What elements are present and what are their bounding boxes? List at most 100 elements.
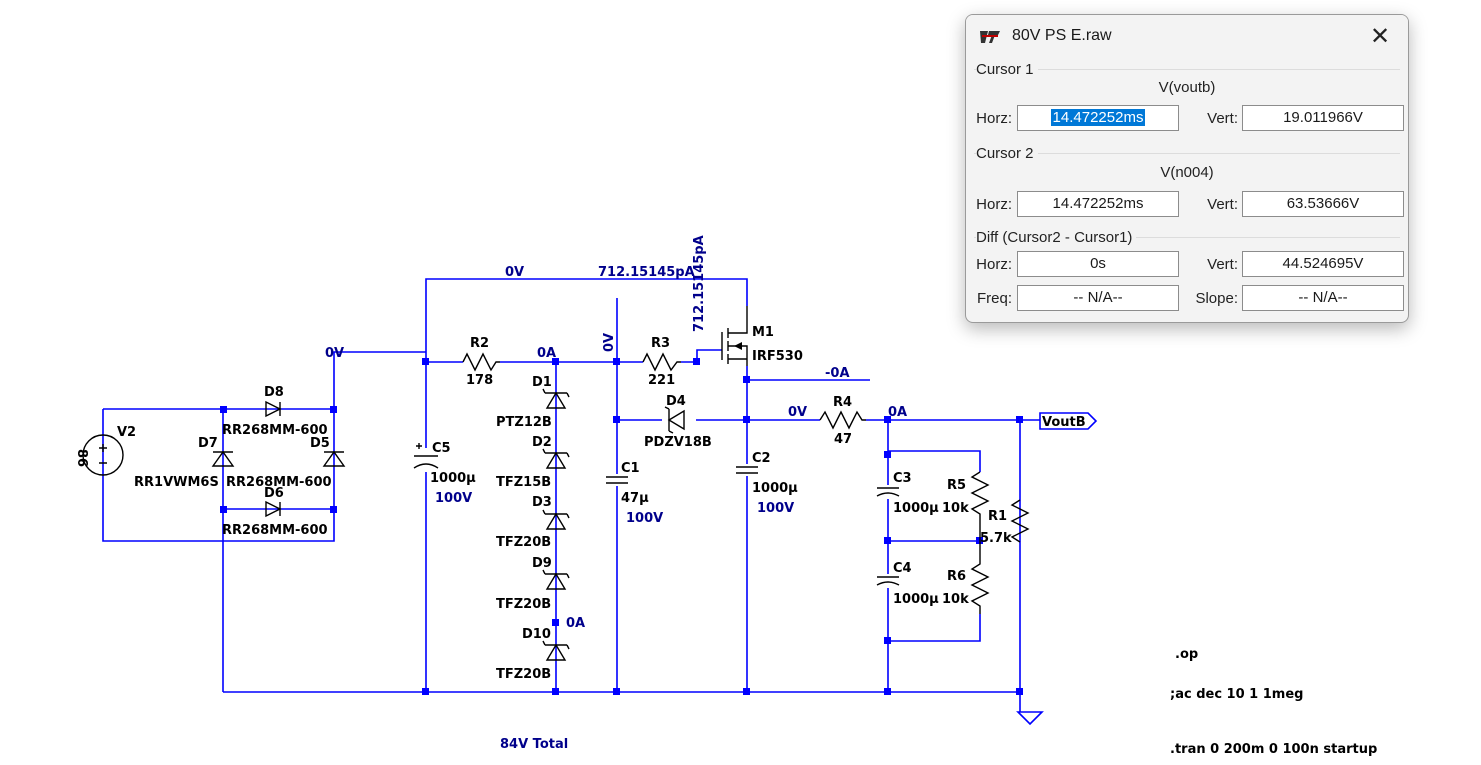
resistor-r4[interactable]: R4 47 xyxy=(819,395,866,447)
mosfet-m1[interactable]: M1 IRF530 xyxy=(721,306,803,366)
r2-value: 178 xyxy=(466,373,493,388)
cursor2-vert-field[interactable]: 63.53666V xyxy=(1242,191,1404,217)
c2-name: C2 xyxy=(752,451,771,466)
diode-d7[interactable]: D7 RR1VWM6S xyxy=(134,436,235,490)
d5-value: RR268MM-600 xyxy=(226,475,332,490)
d2-name: D2 xyxy=(532,435,552,450)
resistor-r5[interactable]: R5 10k xyxy=(942,471,990,541)
ltspice-logo-icon xyxy=(980,31,1000,43)
cursor2-label: Cursor 2 xyxy=(976,145,1038,162)
cursor1-label: Cursor 1 xyxy=(976,61,1038,78)
c5-rating: 100V xyxy=(435,491,472,506)
cursor1-horz-field[interactable]: 14.472252ms xyxy=(1017,105,1179,131)
directive-tran: .tran 0 200m 0 100n startup xyxy=(1170,742,1377,757)
capacitor-c5[interactable]: C5 1000µ 100V xyxy=(412,441,476,506)
cursor1-horz-value: 14.472252ms xyxy=(1050,109,1146,126)
d8-value: RR268MM-600 xyxy=(222,423,328,438)
voutb-label: VoutB xyxy=(1042,415,1086,430)
diff-freq-field[interactable]: -- N/A-- xyxy=(1017,285,1179,311)
capacitor-c2[interactable]: C2 1000µ 100V xyxy=(735,451,798,516)
resistor-r6[interactable]: R6 10k xyxy=(942,541,990,614)
d5-name: D5 xyxy=(310,436,330,451)
diff-vert-field[interactable]: 44.524695V xyxy=(1242,251,1404,277)
r4-value: 47 xyxy=(834,432,852,447)
cursor2-vert-label: Vert: xyxy=(1207,196,1238,213)
d1-name: D1 xyxy=(532,375,552,390)
cursor2-horz-label: Horz: xyxy=(976,196,1012,213)
cursor1-vert-label: Vert: xyxy=(1207,110,1238,127)
diff-horz-label: Horz: xyxy=(976,256,1012,273)
annot-d10-0a: 0A xyxy=(566,616,585,631)
v2-value: 86 xyxy=(74,449,89,467)
cursor1-group: Cursor 1 V(voutb) Horz: 14.472252ms Vert… xyxy=(966,59,1408,145)
c1-value: 47µ xyxy=(621,491,649,506)
diff-slope-field[interactable]: -- N/A-- xyxy=(1242,285,1404,311)
d1-value: PTZ12B xyxy=(496,415,552,430)
capacitor-c4[interactable]: C4 1000µ xyxy=(876,561,939,607)
diode-d6[interactable]: D6 RR268MM-600 xyxy=(222,486,328,538)
annot-m1-source: -0A xyxy=(825,366,850,381)
r1-name: R1 xyxy=(988,509,1007,524)
r3-name: R3 xyxy=(651,336,670,351)
r3-value: 221 xyxy=(648,373,675,388)
annot-top-current: 712.15145pA xyxy=(598,265,695,280)
c5-value: 1000µ xyxy=(430,471,476,486)
d7-name: D7 xyxy=(198,436,218,451)
m1-value: IRF530 xyxy=(752,349,803,364)
cursor2-horz-field[interactable]: 14.472252ms xyxy=(1017,191,1179,217)
directive-ac: ;ac dec 10 1 1meg xyxy=(1170,687,1303,702)
r5-value: 10k xyxy=(942,501,969,516)
spice-directives[interactable]: .op ;ac dec 10 1 1meg .tran 0 200m 0 100… xyxy=(1170,647,1377,757)
dialog-title: 80V PS E.raw xyxy=(1012,27,1112,44)
directive-op: .op xyxy=(1175,647,1198,662)
cursor2-group: Cursor 2 V(n004) Horz: 14.472252ms Vert:… xyxy=(966,145,1408,229)
annot-r4-0a: 0A xyxy=(888,405,907,420)
zener-d1[interactable]: D1 PTZ12B xyxy=(496,375,570,430)
diff-horz-field[interactable]: 0s xyxy=(1017,251,1179,277)
d7-value: RR1VWM6S xyxy=(134,475,219,490)
dialog-titlebar[interactable]: 80V PS E.raw ✕ xyxy=(966,15,1408,59)
zener-d9[interactable]: D9 TFZ20B xyxy=(496,556,570,612)
r6-name: R6 xyxy=(947,569,966,584)
ground-symbol xyxy=(1016,711,1044,726)
diff-slope-label: Slope: xyxy=(1195,290,1238,307)
c2-value: 1000µ xyxy=(752,481,798,496)
annot-top-0v: 0V xyxy=(505,265,524,280)
c4-name: C4 xyxy=(893,561,912,576)
c1-rating: 100V xyxy=(626,511,663,526)
c2-rating: 100V xyxy=(757,501,794,516)
capacitor-c1[interactable]: C1 47µ 100V xyxy=(605,461,663,526)
diff-label: Diff (Cursor2 - Cursor1) xyxy=(976,229,1137,246)
zener-d3[interactable]: D3 TFZ20B xyxy=(496,495,570,550)
r2-name: R2 xyxy=(470,336,489,351)
zener-d4[interactable]: D4 PDZV18B xyxy=(644,394,712,450)
diode-d8[interactable]: D8 RR268MM-600 xyxy=(222,385,328,438)
diode-d5[interactable]: D5 RR268MM-600 xyxy=(226,436,346,490)
close-icon[interactable]: ✕ xyxy=(1369,23,1391,50)
diff-vert-label: Vert: xyxy=(1207,256,1238,273)
annot-vert-0v: 0V xyxy=(602,333,617,352)
resistor-r3[interactable]: R3 221 xyxy=(642,336,681,388)
d3-value: TFZ20B xyxy=(496,535,551,550)
d4-name: D4 xyxy=(666,394,686,409)
c3-name: C3 xyxy=(893,471,912,486)
net-label-voutb[interactable]: VoutB xyxy=(1039,412,1098,430)
capacitor-c3[interactable]: C3 1000µ xyxy=(876,471,939,516)
zener-d2[interactable]: D2 TFZ15B xyxy=(496,435,570,490)
cursor1-trace: V(voutb) xyxy=(1158,79,1216,96)
cursor-dialog[interactable]: 80V PS E.raw ✕ Cursor 1 V(voutb) Horz: 1… xyxy=(965,14,1409,323)
voltage-source-v2[interactable]: V2 86 xyxy=(74,425,136,476)
resistor-r2[interactable]: R2 178 xyxy=(462,336,500,388)
v2-name: V2 xyxy=(117,425,136,440)
cursor1-vert-field[interactable]: 19.011966V xyxy=(1242,105,1404,131)
annot-left-0v: 0V xyxy=(325,346,344,361)
zener-d10[interactable]: D10 TFZ20B xyxy=(496,627,570,682)
d4-value: PDZV18B xyxy=(644,435,712,450)
annot-total: 84V Total xyxy=(500,737,568,752)
c1-name: C1 xyxy=(621,461,640,476)
d9-value: TFZ20B xyxy=(496,597,551,612)
r6-value: 10k xyxy=(942,592,969,607)
cursor1-horz-label: Horz: xyxy=(976,110,1012,127)
resistor-r1[interactable]: R1 5.7k xyxy=(980,499,1030,546)
